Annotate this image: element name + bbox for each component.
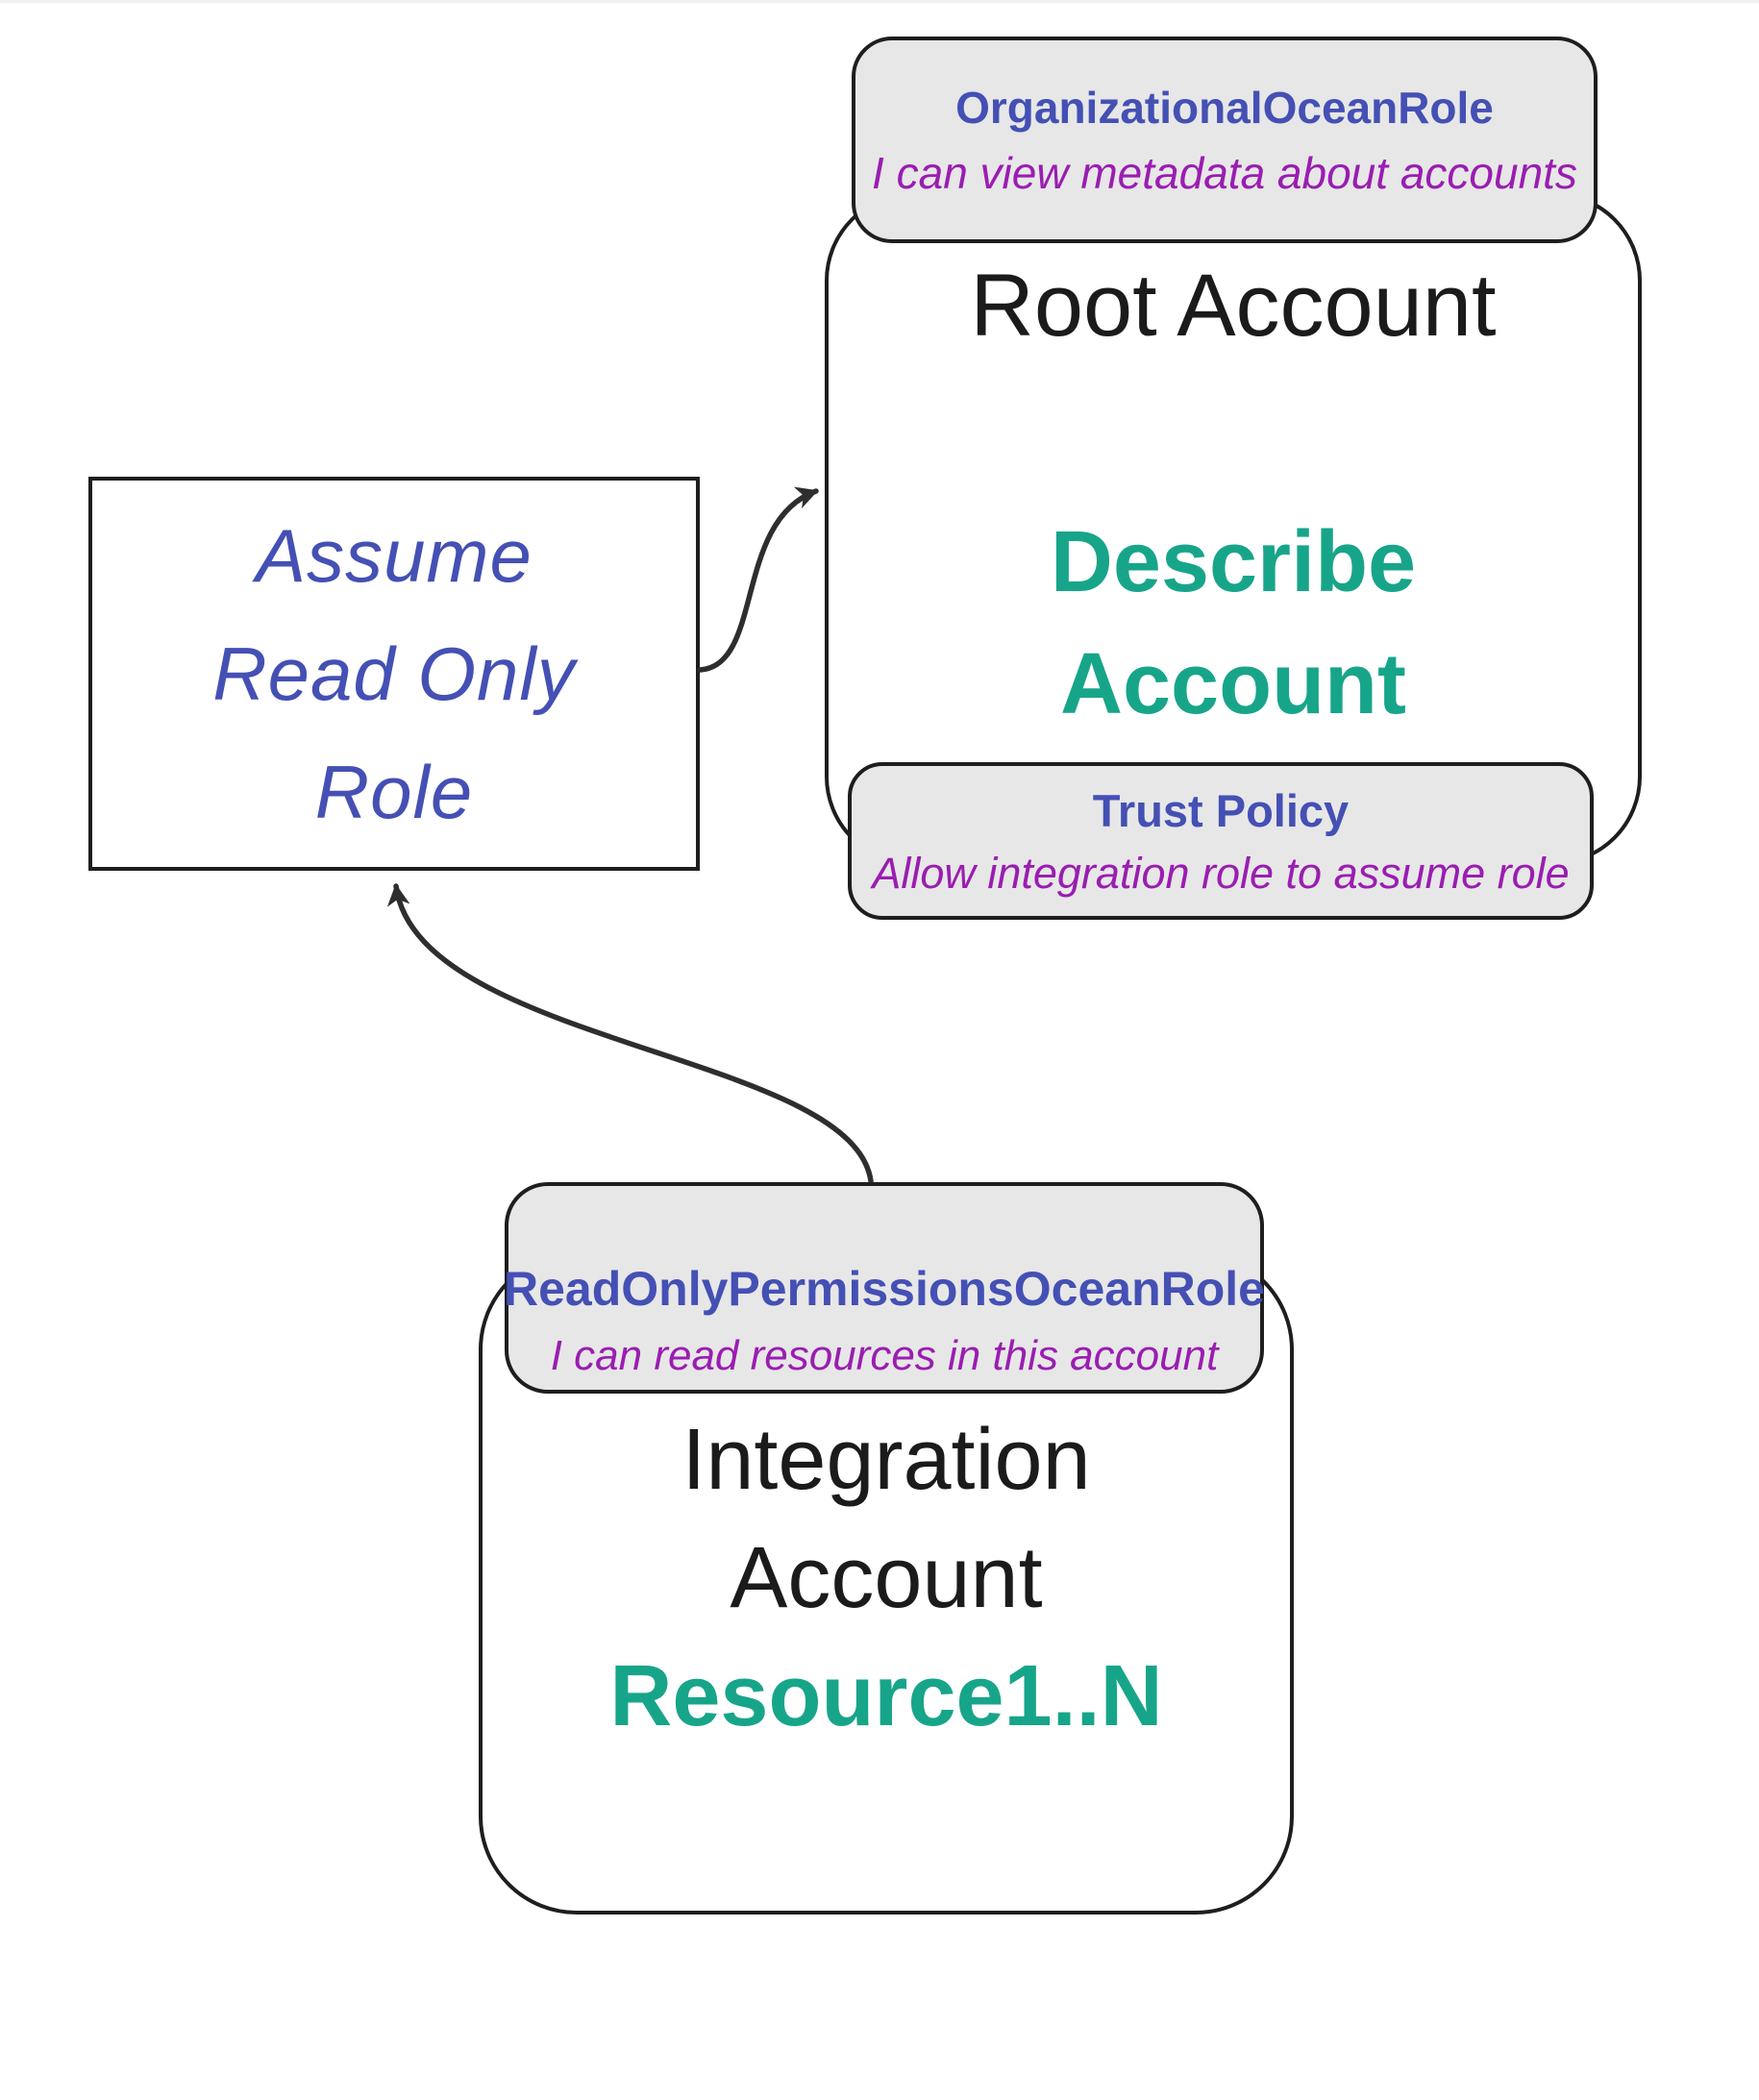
trust-policy-label-description: Allow integration role to assume role [872,848,1570,898]
root-account-title: Root Account [970,257,1497,355]
trust-policy-label: Trust Policy Allow integration role to a… [848,762,1594,920]
integration-account-title-line: Integration [681,1412,1091,1508]
assume-box-line: Read Only [212,630,576,716]
integration-account-text: Integration Account Resource1..N [483,1401,1290,1756]
integration-resources-text: Resource1..N [609,1648,1163,1744]
arrow-integration-to-assume [386,883,874,1184]
readonly-role-label-description: I can read resources in this account [550,1332,1219,1379]
integration-account-title-line: Account [730,1530,1043,1626]
readonly-role-label: ReadOnlyPermissionsOceanRole I can read … [504,1182,1265,1394]
arrow-assume-to-root [697,486,819,673]
trust-policy-label-title: Trust Policy [1092,784,1350,836]
describe-account-line: Account [1060,636,1406,732]
describe-account-line: Describe [1050,514,1417,610]
organizational-role-label: OrganizationalOceanRole I can view metad… [852,37,1598,243]
root-account-box: Root Account Describe Account [825,192,1642,865]
organizational-role-label-description: I can view metadata about accounts [872,147,1577,198]
top-divider [0,0,1759,3]
describe-account-action: Describe Account [829,502,1638,746]
assume-box-line: Assume [256,512,533,598]
assume-box-line: Role [314,749,474,834]
assume-read-only-role-box: Assume Read Only Role [88,477,700,871]
organizational-role-label-title: OrganizationalOceanRole [955,82,1494,133]
readonly-role-label-title: ReadOnlyPermissionsOceanRole [504,1262,1265,1316]
